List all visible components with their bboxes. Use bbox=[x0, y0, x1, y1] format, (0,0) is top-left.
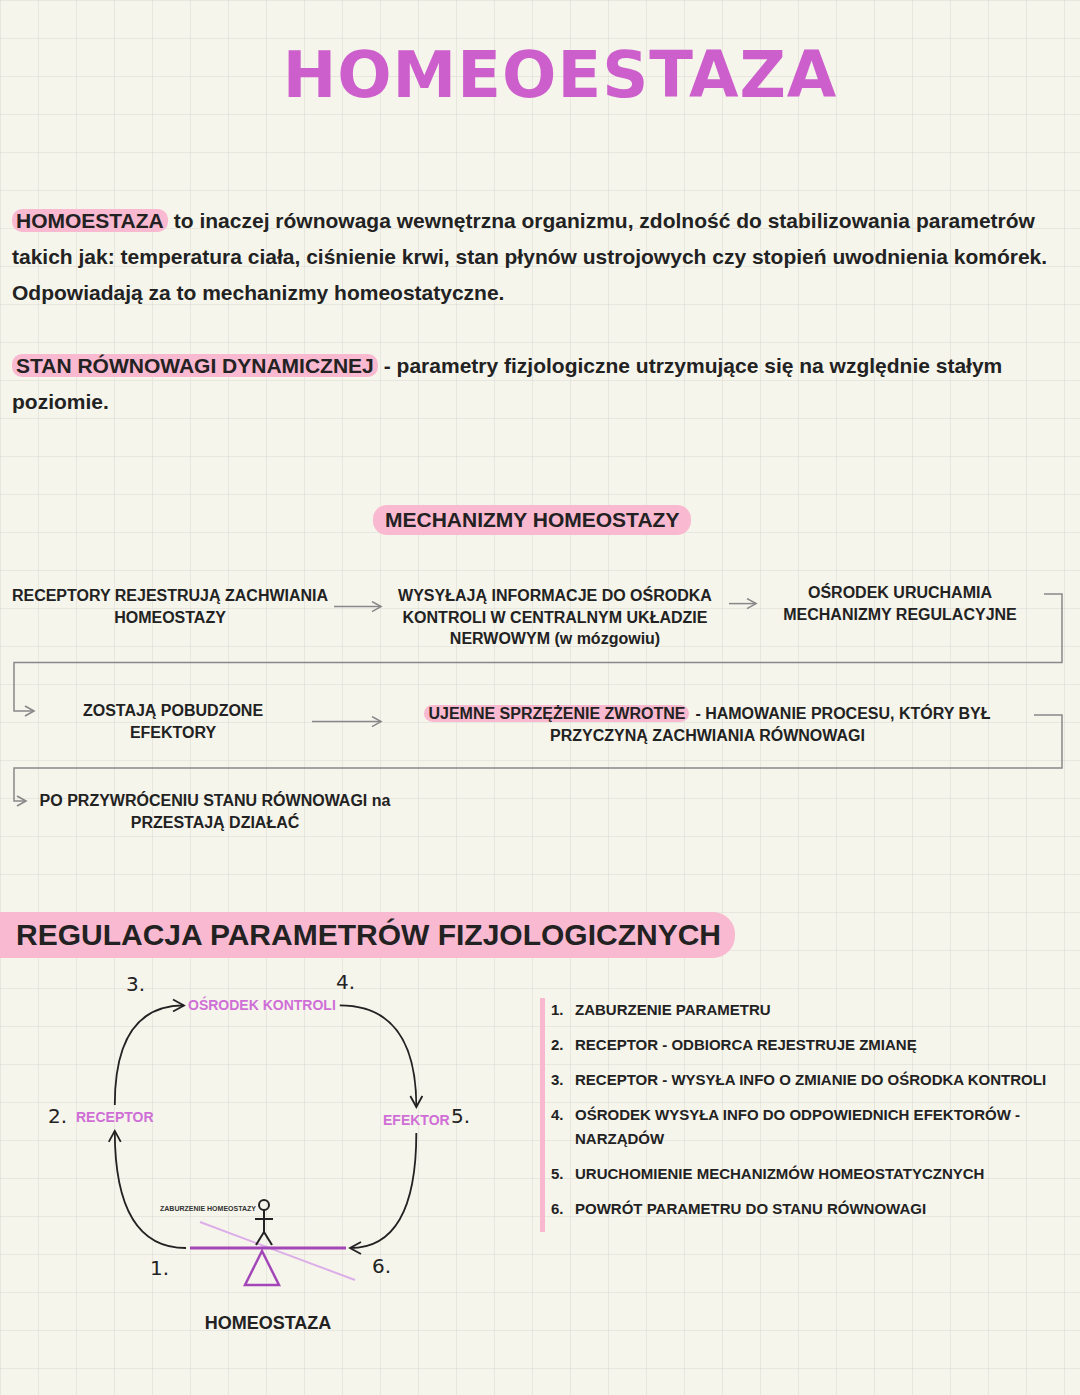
callout-number: 2. bbox=[48, 1104, 67, 1128]
list-number: 2. bbox=[551, 1033, 575, 1057]
list-row: 4.OŚRODEK WYSYŁA INFO DO ODPOWIEDNICH EF… bbox=[551, 1103, 1080, 1151]
list-text: OŚRODEK WYSYŁA INFO DO ODPOWIEDNICH EFEK… bbox=[575, 1103, 1080, 1151]
list-row: 1.ZABURZENIE PARAMETRU bbox=[551, 998, 1080, 1022]
balance-beam bbox=[190, 1247, 346, 1250]
node-text: OŚRODEK URUCHAMIA MECHANIZMY REGULACYJNE bbox=[783, 584, 1017, 623]
callout-number: 3. bbox=[126, 972, 145, 996]
list-text: ZABURZENIE PARAMETRU bbox=[575, 998, 1080, 1022]
connector-arrow bbox=[334, 606, 381, 608]
node-text: HOMEOSTAZA bbox=[188, 1311, 348, 1335]
list-number: 3. bbox=[551, 1068, 575, 1092]
connector-arrow bbox=[312, 721, 381, 723]
list-row: 6.POWRÓT PARAMETRU DO STANU RÓWNOWAGI bbox=[551, 1197, 1080, 1221]
callout-number: 1. bbox=[150, 1256, 169, 1280]
list-row: 2.RECEPTOR - ODBIORCA REJESTRUJE ZMIANĘ bbox=[551, 1033, 1080, 1057]
connector-arrow bbox=[340, 1005, 417, 1107]
node-text: ZOSTAJĄ POBUDZONE EFEKTORY bbox=[83, 702, 263, 741]
callout-number: 6. bbox=[372, 1254, 391, 1278]
node-text: RECEPTORY REJESTRUJĄ ZACHWIANIA HOMEOSTA… bbox=[12, 587, 328, 626]
list-text: RECEPTOR - WYSYŁA INFO O ZMIANIE DO OŚRO… bbox=[575, 1068, 1080, 1092]
flow-step: RECEPTORY REJESTRUJĄ ZACHWIANIA HOMEOSTA… bbox=[10, 585, 330, 628]
list-text: POWRÓT PARAMETRU DO STANU RÓWNOWAGI bbox=[575, 1197, 1080, 1221]
definition-paragraph: HOMOESTAZAto inaczej równowaga wewnętrzn… bbox=[12, 203, 1062, 311]
list-number: 6. bbox=[551, 1197, 575, 1221]
flow-step: UJEMNE SPRZĘŻENIE ZWROTNE- HAMOWANIE PRO… bbox=[385, 703, 1030, 746]
list-row: 3.RECEPTOR - WYSYŁA INFO O ZMIANIE DO OŚ… bbox=[551, 1068, 1080, 1092]
flow-step: OŚRODEK URUCHAMIA MECHANIZMY REGULACYJNE bbox=[760, 582, 1040, 625]
cycle-stage: EFEKTOR bbox=[383, 1111, 450, 1130]
node-text: PO PRZYWRÓCENIU STANU RÓWNOWAGI na PRZES… bbox=[40, 792, 391, 831]
list-text: URUCHOMIENIE MECHANIZMÓW HOMEOSTATYCZNYC… bbox=[575, 1162, 1080, 1186]
steps-list: 1.ZABURZENIE PARAMETRU2.RECEPTOR - ODBIO… bbox=[540, 998, 1080, 1232]
connector-arrow bbox=[115, 1005, 184, 1105]
cycle-stage: OŚRODEK KONTROLI bbox=[188, 996, 336, 1015]
list-number: 4. bbox=[551, 1103, 575, 1151]
callout-number: 4. bbox=[336, 970, 355, 994]
connector-arrow bbox=[729, 603, 756, 605]
list-number: 1. bbox=[551, 998, 575, 1022]
list-number: 5. bbox=[551, 1162, 575, 1186]
flow-step: WYSYŁAJĄ INFORMACJE DO OŚRODKA KONTROLI … bbox=[385, 585, 725, 650]
node-text: OŚRODEK KONTROLI bbox=[188, 997, 336, 1013]
definition-paragraph: STAN RÓWNOWAGI DYNAMICZNEJ- parametry fi… bbox=[12, 348, 1062, 420]
section-heading: REGULACJA PARAMETRÓW FIZJOLOGICZNYCH bbox=[0, 912, 735, 958]
fulcrum-triangle bbox=[245, 1251, 279, 1285]
node-text: EFEKTOR bbox=[383, 1112, 450, 1128]
highlighted-term: STAN RÓWNOWAGI DYNAMICZNEJ bbox=[12, 354, 378, 377]
tilted-beam bbox=[200, 1222, 355, 1280]
callout-number: 5. bbox=[451, 1104, 470, 1128]
highlighted-term: HOMOESTAZA bbox=[12, 209, 168, 232]
node-text: RECEPTOR bbox=[76, 1109, 154, 1125]
section-heading: MECHANIZMY HOMEOSTAZY bbox=[373, 505, 691, 535]
connector-arrow bbox=[350, 1133, 416, 1248]
stick-figure bbox=[255, 1200, 273, 1245]
cycle-stage: RECEPTOR bbox=[76, 1108, 154, 1127]
connector-arrow bbox=[115, 1131, 186, 1248]
flow-step: ZOSTAJĄ POBUDZONE EFEKTORY bbox=[38, 700, 308, 743]
page-title: HOMEOESTAZA bbox=[0, 38, 1080, 112]
flow-step: PO PRZYWRÓCENIU STANU RÓWNOWAGI na PRZES… bbox=[30, 790, 400, 833]
node-text: WYSYŁAJĄ INFORMACJE DO OŚRODKA KONTROLI … bbox=[398, 587, 712, 647]
list-row: 5.URUCHOMIENIE MECHANIZMÓW HOMEOSTATYCZN… bbox=[551, 1162, 1080, 1186]
list-text: RECEPTOR - ODBIORCA REJESTRUJE ZMIANĘ bbox=[575, 1033, 1080, 1057]
highlighted-term: UJEMNE SPRZĘŻENIE ZWROTNE bbox=[424, 705, 689, 722]
disturbance-label: ZABURZENIE HOMEOSTAZY bbox=[160, 1205, 256, 1212]
balance-node: HOMEOSTAZA bbox=[188, 1195, 348, 1335]
